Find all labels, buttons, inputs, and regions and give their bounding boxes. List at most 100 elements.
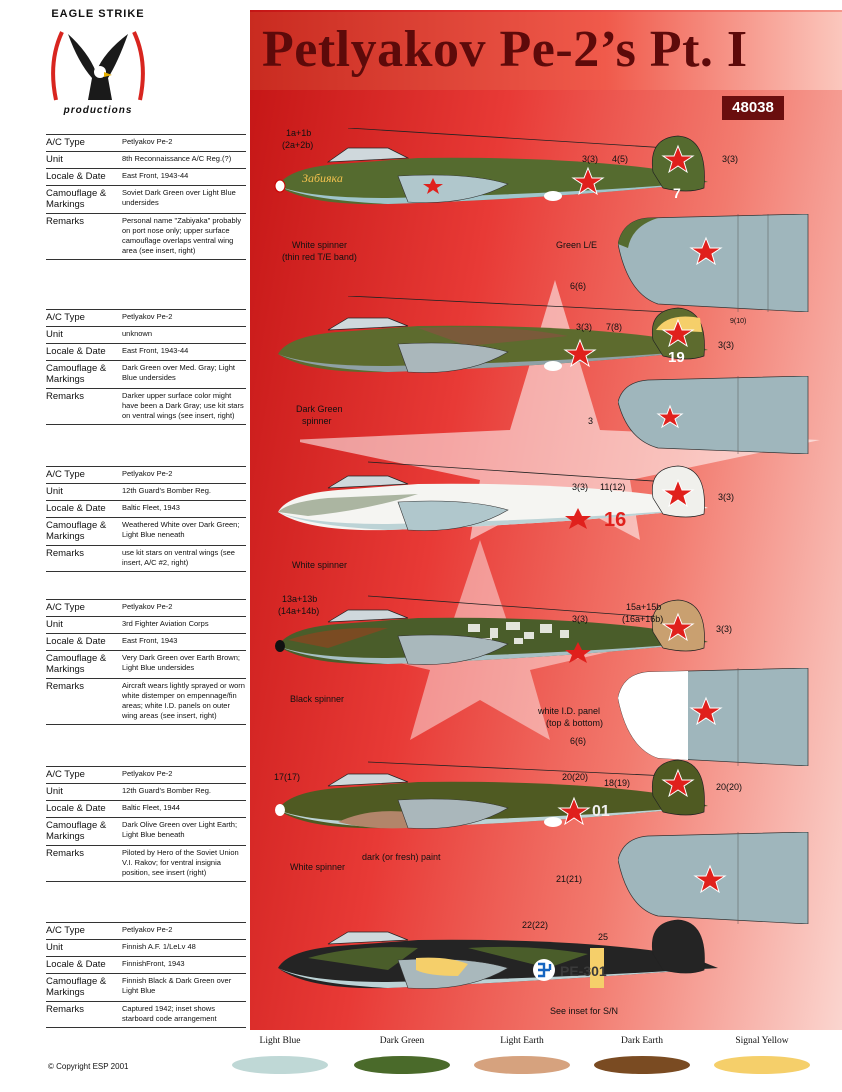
callout: 6(6) [570, 736, 587, 746]
info-row: Unit 12th Guard's Bomber Reg. [46, 784, 246, 801]
callout: 9(10) [730, 318, 747, 325]
info-key: Locale & Date [46, 346, 106, 357]
info-key: A/C Type [46, 602, 85, 613]
info-value: Finnish A.F. 1/LeLv 48 [122, 942, 196, 951]
info-value: Piloted by Hero of the Soviet Union V.I.… [122, 848, 239, 877]
callout: (2a+2b) [282, 140, 314, 150]
info-row: Unit 8th Reconnaissance A/C Reg.(?) [46, 152, 246, 169]
wing-insert-2 [618, 376, 809, 454]
swatch-label-light-blue: Light Blue [259, 1036, 301, 1046]
callout: 3 [588, 416, 594, 426]
fuselage-code: 16 [604, 509, 626, 531]
swatch-label-dark-green: Dark Green [379, 1036, 425, 1046]
info-key: A/C Type [46, 469, 85, 480]
info-value: Baltic Fleet, 1944 [122, 803, 180, 812]
info-key: Camouflage & Markings [46, 820, 107, 842]
callout: See inset for S/N [550, 1006, 619, 1016]
callout: 15a+15b [626, 602, 662, 612]
callout: White spinner [292, 240, 348, 250]
fuselage-code: PE-301 [560, 963, 607, 979]
callout: 22(22) [522, 920, 549, 930]
info-row: Remarks Captured 1942; inset shows starbo… [46, 1002, 246, 1028]
aircraft-2-profile: 19 [278, 296, 708, 373]
info-key: Remarks [46, 1004, 85, 1015]
page-title: Petlyakov Pe-2’s Pt. I [262, 21, 748, 78]
info-value: 12th Guard's Bomber Reg. [122, 786, 211, 795]
info-key: Unit [46, 486, 63, 497]
info-value: Petlyakov Pe-2 [122, 602, 173, 611]
nose-name-text: Забияка [302, 171, 343, 185]
info-value: FinnishFront, 1943 [122, 959, 185, 968]
info-row: A/C Type Petlyakov Pe-2 [46, 599, 246, 617]
info-value: 12th Guard's Bomber Reg. [122, 486, 211, 495]
info-key: Locale & Date [46, 503, 106, 514]
callout: 18(19) [604, 778, 631, 788]
info-key: Remarks [46, 216, 85, 227]
info-value: Baltic Fleet, 1943 [122, 503, 180, 512]
info-value: Captured 1942; inset shows starboard cod… [122, 1004, 217, 1023]
info-key: Camouflage & Markings [46, 188, 107, 210]
aircraft-3-profile: 16 [278, 461, 708, 531]
info-row: A/C Type Petlyakov Pe-2 [46, 466, 246, 484]
callout: (14a+14b) [278, 606, 320, 616]
info-key: A/C Type [46, 925, 85, 936]
info-value: Petlyakov Pe-2 [122, 469, 173, 478]
info-key: Remarks [46, 391, 85, 402]
info-value: 3rd Fighter Aviation Corps [122, 619, 209, 628]
title-banner [250, 12, 842, 90]
info-value: Darker upper surface color might have be… [122, 391, 244, 420]
callout: 7(8) [606, 322, 623, 332]
info-key: Remarks [46, 548, 85, 559]
info-key: Unit [46, 154, 63, 165]
wing-insert-1 [618, 214, 809, 312]
info-value: Dark Green over Med. Gray; Light Blue un… [122, 363, 235, 382]
info-value: Personal name "Zabiyaka" probably on por… [122, 216, 242, 255]
fin-code: 7 [673, 185, 681, 201]
wing-insert-4 [618, 668, 809, 766]
info-key: Unit [46, 786, 63, 797]
swatch-label-light-earth: Light Earth [500, 1036, 544, 1046]
eagle-strike-logo: EAGLE STRIKE productions [38, 8, 158, 118]
info-key: Locale & Date [46, 959, 106, 970]
callout: 20(20) [562, 772, 589, 782]
catalog-number: 48038 [722, 96, 784, 120]
info-key: Locale & Date [46, 636, 106, 647]
callout: dark (or fresh) paint [362, 852, 441, 862]
info-key: Locale & Date [46, 803, 106, 814]
callout: 25 [598, 932, 609, 942]
wing-insert-5 [618, 832, 809, 924]
info-key: A/C Type [46, 137, 85, 148]
info-key: Camouflage & Markings [46, 363, 107, 385]
swatch-dark-green [354, 1056, 450, 1074]
info-key: Camouflage & Markings [46, 520, 107, 542]
callout: white I.D. panel [538, 706, 601, 716]
swatch-light-blue [232, 1056, 328, 1074]
callout: 3(3) [716, 624, 733, 634]
aircraft-5-profile: 01 [275, 759, 708, 829]
callout: 3(3) [722, 154, 739, 164]
callout: 20(20) [716, 782, 743, 792]
info-value: Weathered White over Dark Green; Light B… [122, 520, 240, 539]
info-value: East Front, 1943-44 [122, 171, 189, 180]
aircraft-1-profile: Забияка 7 [274, 128, 708, 205]
swatch-light-earth [474, 1056, 570, 1074]
logo-brand-top: EAGLE STRIKE [51, 8, 145, 20]
info-key: Locale & Date [46, 171, 106, 182]
info-row: Locale & Date East Front, 1943-44 [46, 169, 246, 186]
swatch-label-signal-yellow: Signal Yellow [735, 1036, 789, 1046]
logo-brand-bottom: productions [63, 105, 133, 116]
info-value: 8th Reconnaissance A/C Reg.(?) [122, 154, 232, 163]
callout: 1a+1b [286, 128, 312, 138]
info-value: Aircraft wears lightly sprayed or worn w… [122, 681, 245, 720]
callout: Dark Green [296, 404, 343, 414]
